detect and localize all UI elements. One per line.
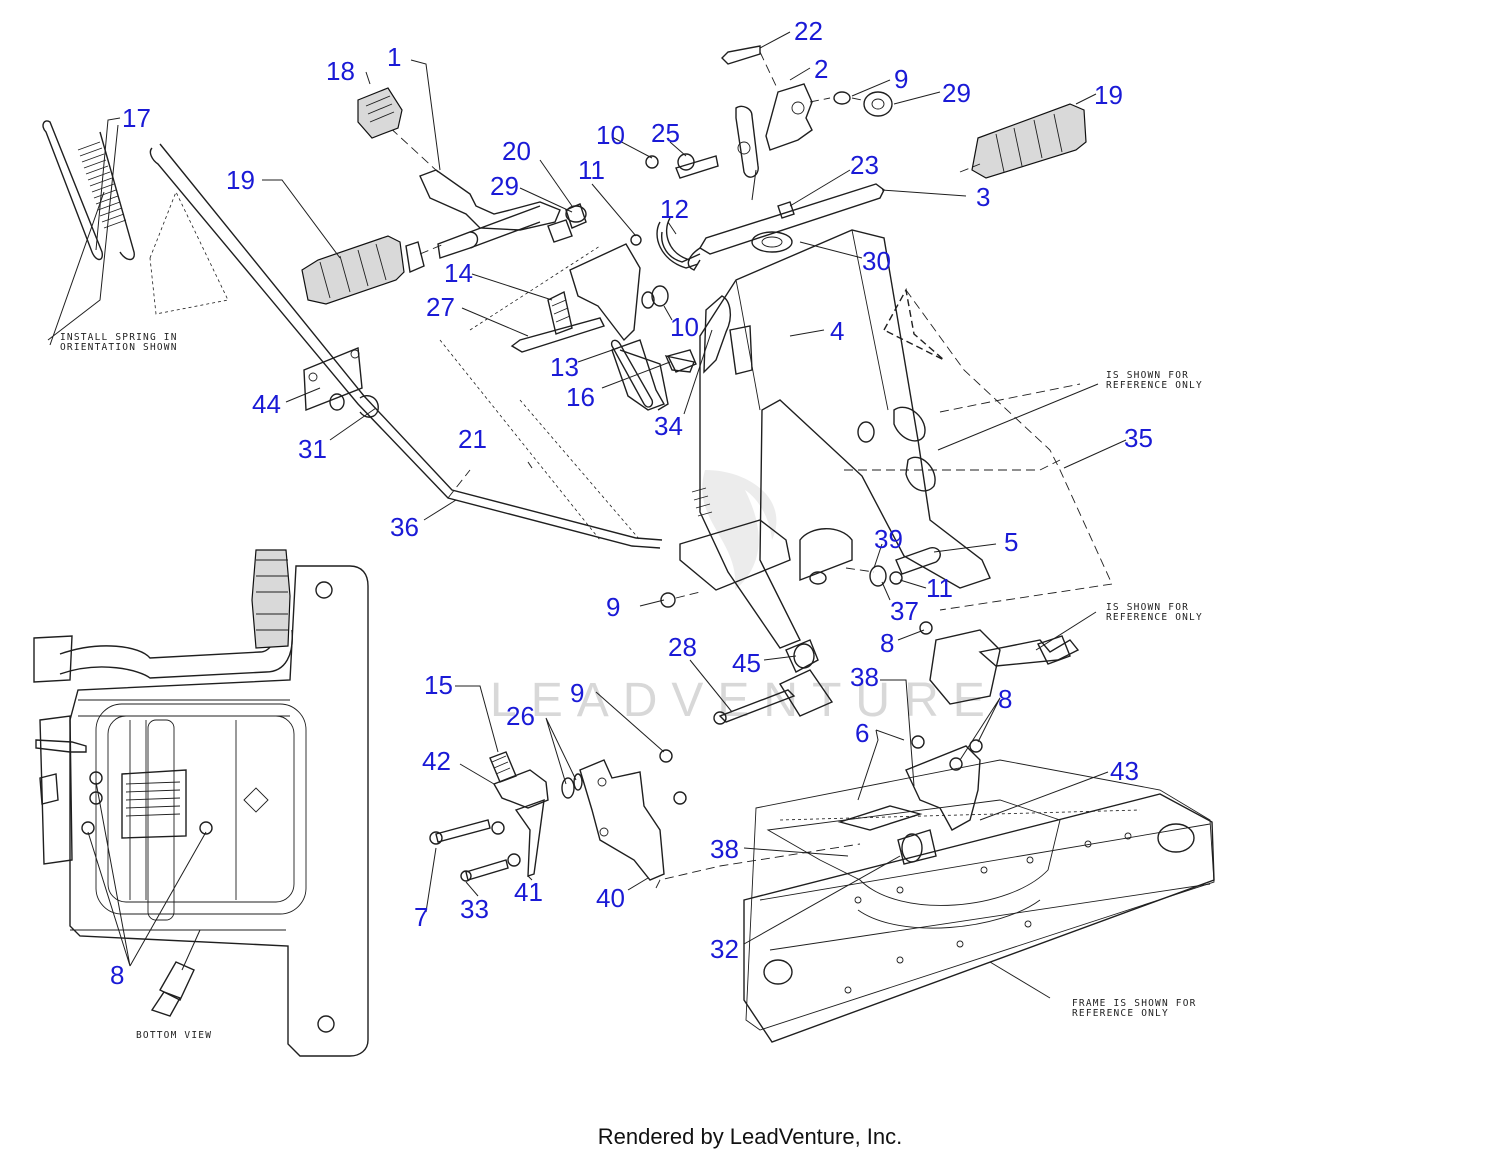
pedal-assembly xyxy=(610,339,695,411)
callout-38-lower: 38 xyxy=(710,834,739,864)
callout-27: 27 xyxy=(426,292,455,322)
mount-bracket xyxy=(439,243,697,541)
callout-6: 6 xyxy=(855,718,869,748)
switch-bracket-40 xyxy=(561,749,687,881)
callout-3: 3 xyxy=(976,182,990,212)
callouts: 1 2 3 4 5 6 7 8 8 8 9 9 9 10 10 11 11 12… xyxy=(110,16,1153,990)
callout-42: 42 xyxy=(422,746,451,776)
callout-26: 26 xyxy=(506,701,535,731)
callout-37: 37 xyxy=(890,596,919,626)
callout-19-right: 19 xyxy=(1094,80,1123,110)
callout-16: 16 xyxy=(566,382,595,412)
callout-18: 18 xyxy=(326,56,355,86)
callout-36: 36 xyxy=(390,512,419,542)
callout-34: 34 xyxy=(654,411,683,441)
callout-8-upper: 8 xyxy=(880,628,894,658)
callout-35: 35 xyxy=(1124,423,1153,453)
frame-reference xyxy=(743,759,1215,1043)
grip-19-right xyxy=(959,103,1087,179)
callout-43: 43 xyxy=(1110,756,1139,786)
callout-17: 17 xyxy=(122,103,151,133)
callout-9-mid: 9 xyxy=(606,592,620,622)
hardware-mid xyxy=(660,591,834,725)
callout-33: 33 xyxy=(460,894,489,924)
watermark: LEADVENTURE xyxy=(490,470,999,727)
control-rod-36 xyxy=(149,143,663,549)
callout-10-top: 10 xyxy=(596,120,625,150)
note-frame-line2: REFERENCE ONLY xyxy=(1072,1008,1169,1019)
callout-20: 20 xyxy=(502,136,531,166)
note-reference-b-line1: IS SHOWN FOR xyxy=(1106,602,1189,613)
spring-17 xyxy=(42,120,229,346)
shaft-3 xyxy=(661,183,885,271)
note-frame-line1: FRAME IS SHOWN FOR xyxy=(1072,998,1197,1009)
footer-credit: Rendered by LeadVenture, Inc. xyxy=(597,1124,903,1149)
note-install-spring-line2: ORIENTATION SHOWN xyxy=(60,342,178,353)
callout-45: 45 xyxy=(732,648,761,678)
callout-4: 4 xyxy=(830,316,844,346)
callout-5: 5 xyxy=(1004,527,1018,557)
callout-15: 15 xyxy=(424,670,453,700)
callout-25: 25 xyxy=(651,118,680,148)
callout-7: 7 xyxy=(414,902,428,932)
callout-19-left: 19 xyxy=(226,165,255,195)
plate-2 xyxy=(721,45,893,201)
callout-39: 39 xyxy=(874,524,903,554)
callout-11-top: 11 xyxy=(578,155,605,185)
callout-14: 14 xyxy=(444,258,473,288)
note-reference-a-line2: REFERENCE ONLY xyxy=(1106,380,1203,391)
callout-10-mid: 10 xyxy=(670,312,699,342)
watermark-text: LEADVENTURE xyxy=(490,674,999,727)
hardware-upper xyxy=(547,153,795,309)
switch-mount-43 xyxy=(837,621,1080,865)
callout-9-top: 9 xyxy=(894,64,908,94)
callout-31: 31 xyxy=(298,434,327,464)
callout-8-bottom-view: 8 xyxy=(110,960,124,990)
note-install-spring-line1: INSTALL SPRING IN xyxy=(60,332,178,343)
bracket-44 xyxy=(303,346,379,418)
callout-13: 13 xyxy=(550,352,579,382)
callout-29-left: 29 xyxy=(490,171,519,201)
callout-21: 21 xyxy=(458,424,487,454)
callout-41: 41 xyxy=(514,877,543,907)
callout-40: 40 xyxy=(596,883,625,913)
callout-22: 22 xyxy=(794,16,823,46)
callout-23: 23 xyxy=(850,150,879,180)
callout-9-low: 9 xyxy=(570,678,584,708)
callout-32: 32 xyxy=(710,934,739,964)
callout-29-right: 29 xyxy=(942,78,971,108)
tower-frame xyxy=(679,229,1113,649)
callout-28: 28 xyxy=(668,632,697,662)
callout-30: 30 xyxy=(862,246,891,276)
callout-8-right: 8 xyxy=(998,684,1012,714)
leader-lines xyxy=(87,31,1127,999)
note-bottom-view: BOTTOM VIEW xyxy=(136,1030,212,1041)
note-reference-b-line2: REFERENCE ONLY xyxy=(1106,612,1203,623)
note-reference-a-line1: IS SHOWN FOR xyxy=(1106,370,1189,381)
bottom-view-inset xyxy=(33,549,369,1057)
callout-12: 12 xyxy=(660,194,689,224)
callout-38-upper: 38 xyxy=(850,662,879,692)
grip-19-left xyxy=(301,205,541,305)
notes: INSTALL SPRING IN ORIENTATION SHOWN IS S… xyxy=(60,332,1203,1041)
lever-1 xyxy=(357,87,561,231)
pivot-pin-5 xyxy=(845,547,941,587)
callout-11-mid: 11 xyxy=(926,573,953,603)
callout-2: 2 xyxy=(814,54,828,84)
callout-1: 1 xyxy=(387,42,401,72)
switch-arm-42 xyxy=(429,751,861,889)
callout-44: 44 xyxy=(252,389,281,419)
